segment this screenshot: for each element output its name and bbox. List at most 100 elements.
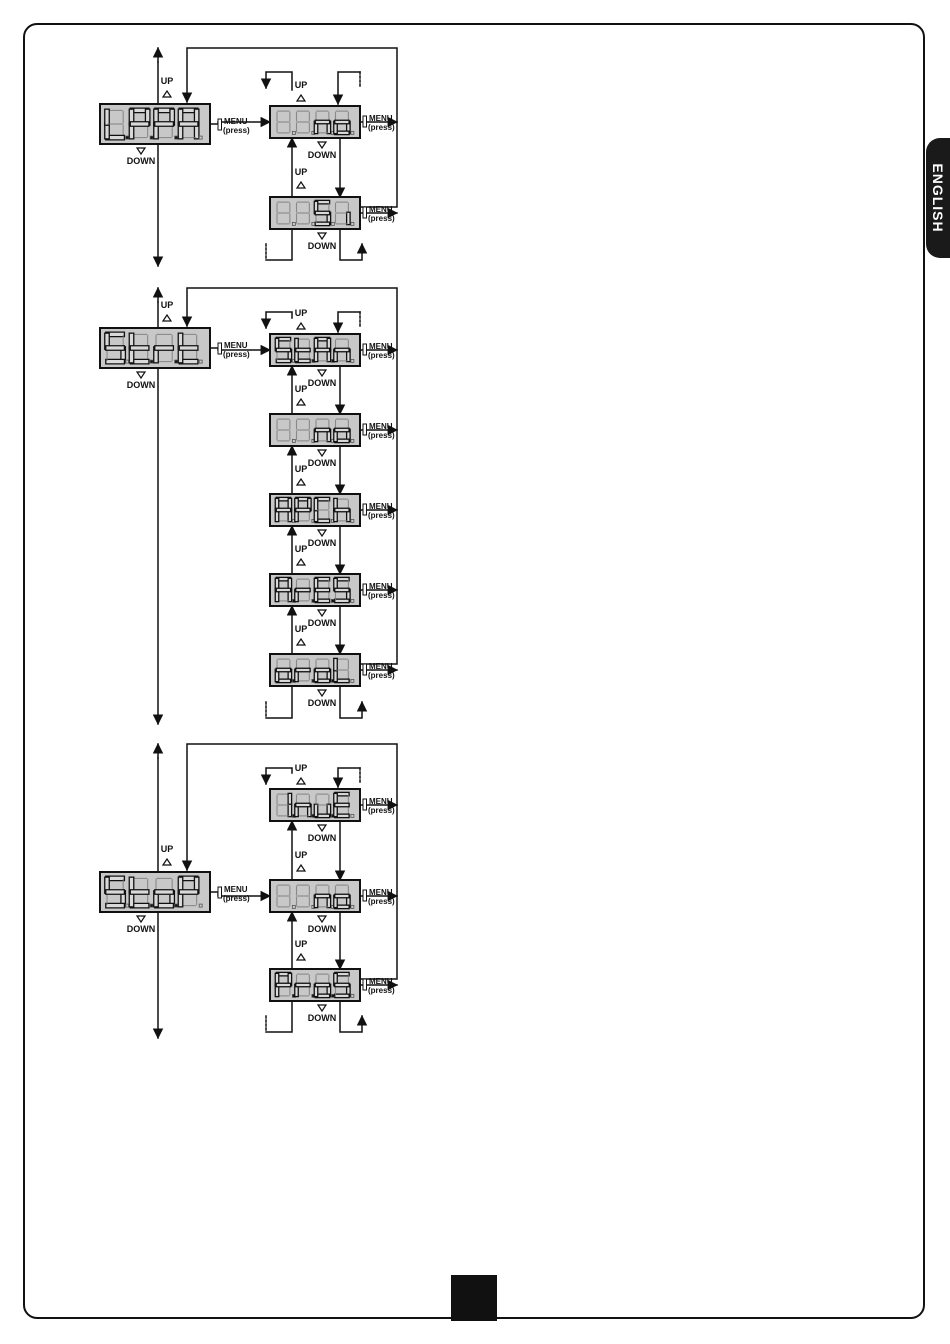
- menu-label: MENU: [224, 341, 248, 350]
- menu-label: MENU: [224, 885, 248, 894]
- down-arrow-icon: [137, 148, 145, 154]
- wrap-in-top: [338, 768, 360, 787]
- down-arrow-icon: [318, 370, 326, 376]
- up-label: UP: [295, 763, 308, 773]
- menu-button-icon: [363, 504, 367, 515]
- menu-button-icon: [363, 424, 367, 435]
- press-label: (press): [368, 897, 395, 906]
- up-arrow-icon: [297, 865, 305, 871]
- menu-label: MENU: [369, 205, 393, 214]
- press-label: (press): [368, 214, 395, 223]
- up-label: UP: [295, 544, 308, 554]
- menu-group-2: UPDOWNMENU(press)MENU(press)UPDOWNUPMENU…: [100, 288, 397, 724]
- press-label: (press): [368, 431, 395, 440]
- decimal-point: [175, 904, 178, 907]
- wrap-in-top: [338, 312, 360, 332]
- menu-button-icon: [363, 207, 367, 218]
- wrap-arrow-bottom: [340, 229, 362, 260]
- wrap-arrow-top: [266, 312, 292, 328]
- down-arrow-icon: [318, 233, 326, 239]
- up-arrow-icon: [297, 954, 305, 960]
- menu-label: MENU: [369, 888, 393, 897]
- up-label: UP: [295, 850, 308, 860]
- up-arrow-icon: [297, 399, 305, 405]
- decimal-point: [150, 904, 153, 907]
- down-label: DOWN: [308, 1013, 337, 1023]
- down-arrow-icon: [318, 450, 326, 456]
- down-label: DOWN: [308, 378, 337, 388]
- down-arrow-icon: [318, 690, 326, 696]
- down-arrow-icon: [318, 1005, 326, 1011]
- menu-button-icon: [218, 887, 222, 898]
- down-label: DOWN: [308, 150, 337, 160]
- menu-label: MENU: [224, 117, 248, 126]
- menu-group-1: UPDOWNMENU(press)MENU(press)UPDOWNUPMENU…: [100, 48, 397, 266]
- wrap-in-top: [338, 72, 360, 104]
- wrap-arrow-top: [266, 72, 292, 90]
- press-label: (press): [223, 350, 250, 359]
- down-label: DOWN: [127, 156, 156, 166]
- wrap-arrow-bottom: [340, 1001, 362, 1032]
- decimal-point: [150, 360, 153, 363]
- press-label: (press): [223, 126, 250, 135]
- up-arrow-icon: [297, 559, 305, 565]
- up-label: UP: [295, 80, 308, 90]
- menu-label: MENU: [369, 502, 393, 511]
- down-arrow-icon: [137, 916, 145, 922]
- menu-button-icon: [363, 890, 367, 901]
- up-label: UP: [161, 76, 174, 86]
- down-label: DOWN: [127, 380, 156, 390]
- up-arrow-icon: [163, 91, 171, 97]
- menu-button-icon: [218, 343, 222, 354]
- up-arrow-icon: [297, 639, 305, 645]
- up-label: UP: [295, 939, 308, 949]
- up-arrow-icon: [297, 323, 305, 329]
- down-label: DOWN: [308, 538, 337, 548]
- menu-button-icon: [363, 799, 367, 810]
- down-label: DOWN: [308, 458, 337, 468]
- decimal-point: [331, 599, 334, 602]
- up-arrow-icon: [297, 479, 305, 485]
- down-label: DOWN: [308, 241, 337, 251]
- up-label: UP: [295, 167, 308, 177]
- down-arrow-icon: [318, 142, 326, 148]
- menu-button-icon: [363, 979, 367, 990]
- decimal-point: [175, 360, 178, 363]
- menu-label: MENU: [369, 114, 393, 123]
- menu-label: MENU: [369, 582, 393, 591]
- press-label: (press): [368, 806, 395, 815]
- press-label: (press): [223, 894, 250, 903]
- up-label: UP: [295, 308, 308, 318]
- up-arrow-icon: [297, 182, 305, 188]
- up-label: UP: [295, 624, 308, 634]
- menu-button-icon: [363, 584, 367, 595]
- down-label: DOWN: [308, 698, 337, 708]
- menu-group-3: UPDOWNMENU(press)MENU(press)UPDOWNUPMENU…: [100, 744, 397, 1038]
- wrap-arrow-bottom: [340, 686, 362, 718]
- menu-button-icon: [363, 344, 367, 355]
- menu-label: MENU: [369, 342, 393, 351]
- up-arrow-icon: [163, 859, 171, 865]
- wrap-out-bottom: [266, 1001, 292, 1032]
- press-label: (press): [368, 123, 395, 132]
- up-label: UP: [295, 384, 308, 394]
- down-arrow-icon: [137, 372, 145, 378]
- press-label: (press): [368, 511, 395, 520]
- down-arrow-icon: [318, 825, 326, 831]
- decimal-point: [150, 136, 153, 139]
- press-label: (press): [368, 591, 395, 600]
- menu-label: MENU: [369, 662, 393, 671]
- down-label: DOWN: [308, 618, 337, 628]
- down-arrow-icon: [318, 530, 326, 536]
- up-label: UP: [161, 844, 174, 854]
- decimal-point: [126, 136, 129, 139]
- up-arrow-icon: [163, 315, 171, 321]
- menu-button-icon: [363, 116, 367, 127]
- up-arrow-icon: [297, 95, 305, 101]
- wrap-arrow-top: [266, 768, 292, 784]
- up-arrow-icon: [297, 778, 305, 784]
- press-label: (press): [368, 351, 395, 360]
- decimal-point: [175, 136, 178, 139]
- wrap-out-bottom: [266, 686, 292, 718]
